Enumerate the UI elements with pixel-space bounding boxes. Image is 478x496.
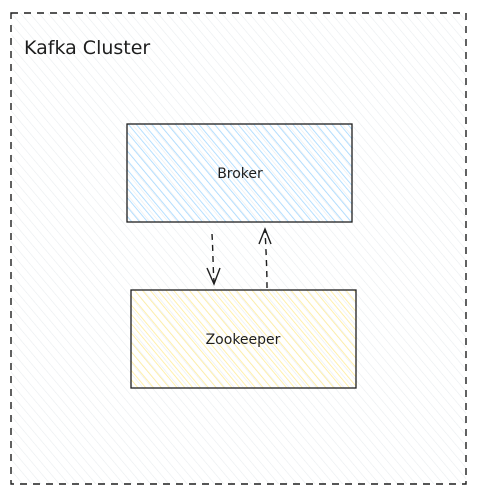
arrow-broker-to-zookeeper[interactable]: [206, 233, 221, 286]
arrow-zookeeper-to-broker[interactable]: [258, 227, 272, 289]
broker-node[interactable]: Broker: [126, 123, 353, 223]
zookeeper-node[interactable]: Zookeeper: [130, 289, 357, 389]
arrow-broker-to-zookeeper-head: [206, 267, 221, 286]
broker-label: Broker: [217, 166, 263, 182]
broker-box[interactable]: [126, 123, 353, 223]
arrow-zookeeper-to-broker-line: [264, 229, 268, 289]
zookeeper-label: Zookeeper: [206, 332, 281, 348]
kafka-cluster-label: Kafka Cluster: [24, 37, 150, 59]
arrow-broker-to-zookeeper-line: [211, 233, 215, 283]
kafka-cluster-container: [10, 12, 467, 485]
kafka-cluster-group: Kafka Cluster: [10, 12, 467, 485]
arrow-zookeeper-to-broker-head: [258, 227, 272, 245]
zookeeper-box[interactable]: [130, 289, 357, 389]
